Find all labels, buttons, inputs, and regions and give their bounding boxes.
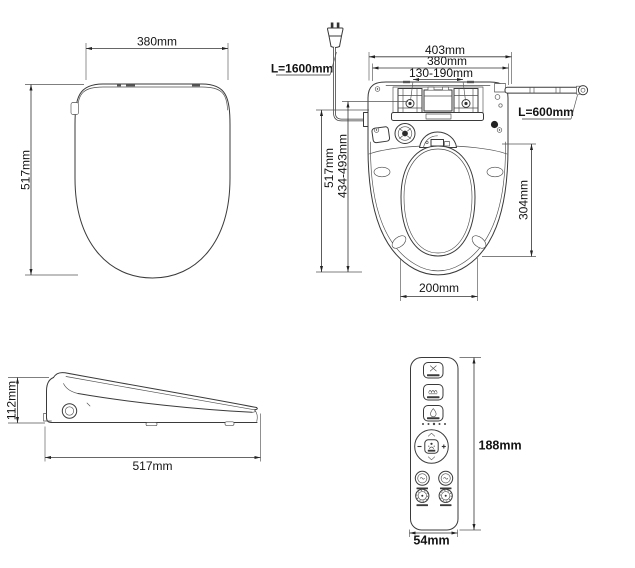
side-foot-left	[43, 413, 52, 422]
dim-remote-height: 188mm	[459, 357, 522, 531]
label-power-cord-length: L=1600mm	[271, 51, 337, 76]
sun-icon	[439, 490, 452, 502]
mounting-area	[385, 85, 491, 121]
seat-opening-inner	[403, 148, 473, 254]
round-button-top-right	[438, 470, 454, 490]
gear-icon	[416, 490, 429, 502]
lid-seam	[77, 86, 228, 111]
indicator-dots	[422, 422, 446, 426]
dim-label-remote-height: 188mm	[479, 439, 522, 453]
dim-body-width: 380mm	[372, 54, 509, 85]
chevron-down-icon	[427, 456, 436, 461]
round-button-bottom-left	[415, 488, 430, 507]
dim-mounting-range: 434-493mm	[336, 101, 408, 272]
rear-wash-icon	[428, 390, 438, 395]
dim-remote-width: 54mm	[409, 529, 458, 548]
dim-side-height: 112mm	[5, 377, 49, 424]
lid-hinge-ticks	[117, 84, 200, 87]
side-view: 112mm 517mm	[5, 372, 261, 473]
seat-temp-icon	[443, 477, 449, 480]
hose-length-text: L=600mm	[518, 105, 574, 119]
side-knob	[61, 403, 78, 419]
dim-overall-width: 403mm	[368, 43, 512, 84]
front-wash-button	[423, 405, 444, 422]
lid-top-view: 380mm 517mm	[19, 35, 231, 279]
seat-opening-outer	[400, 145, 476, 257]
round-button-top-left	[414, 470, 430, 490]
rear-wash-button	[423, 384, 444, 401]
water-hose	[494, 83, 589, 108]
dim-label-lid-width: 380mm	[137, 35, 177, 49]
side-hinge-curve	[63, 383, 79, 394]
valve-block	[371, 126, 391, 144]
dim-lid-width: 380mm	[85, 35, 229, 80]
sensor-dot	[490, 120, 499, 129]
lid-side-button	[70, 102, 79, 115]
dim-label-side-height: 112mm	[5, 381, 19, 420]
dim-label-remote-width: 54mm	[413, 534, 449, 548]
dim-side-length: 517mm	[44, 413, 261, 473]
dim-label-side-length: 517mm	[132, 459, 172, 473]
remote-control: 188mm 54mm	[409, 357, 522, 548]
stop-icon	[429, 365, 437, 372]
label-hose-length: L=600mm	[518, 94, 578, 120]
dim-opening-length: 304mm	[482, 143, 536, 257]
dim-bracket-spacing: 130-190mm	[409, 66, 473, 101]
power-cord	[333, 47, 366, 122]
side-lid-top-edge	[53, 372, 257, 408]
nozzle-spray-icon	[428, 442, 435, 449]
dim-overall-length: 517mm	[316, 109, 369, 273]
lid-outline	[74, 83, 231, 279]
stop-button	[423, 362, 444, 379]
base-bottom-view: 403mm 380mm 130-190mm 517mm 434-493mm	[271, 22, 589, 301]
seat-bumpers	[373, 166, 504, 249]
dim-label-lid-height: 517mm	[19, 150, 33, 190]
pump-unit	[394, 123, 416, 144]
chevron-up-icon	[427, 432, 436, 437]
cord-length-text: L=1600mm	[271, 61, 333, 75]
dim-label-overall-width: 403mm	[425, 43, 465, 57]
water-temp-icon	[419, 477, 425, 480]
side-lid-lower-edge	[65, 376, 255, 411]
hinge-bar	[391, 112, 484, 121]
dim-opening-width: 200mm	[400, 258, 478, 301]
dim-label-opening-width: 200mm	[419, 281, 459, 295]
seat-inner-rim	[370, 141, 506, 272]
plus-icon	[441, 444, 446, 449]
dim-label-mounting-range: 434-493mm	[336, 134, 350, 198]
hose-connector	[577, 85, 589, 96]
side-seat-seam	[77, 393, 253, 413]
side-left-face	[46, 377, 54, 423]
power-plug	[327, 22, 344, 48]
round-button-bottom-right	[438, 488, 453, 507]
dim-label-opening-length: 304mm	[517, 180, 531, 220]
nozzle-housing	[419, 131, 457, 148]
front-wash-icon	[430, 408, 437, 418]
dim-lid-height: 517mm	[19, 84, 84, 276]
bracket-center-plate	[423, 89, 453, 112]
dim-label-bracket-spacing: 130-190mm	[409, 66, 473, 80]
dim-label-body-width: 380mm	[427, 54, 467, 68]
dim-label-overall-length: 517mm	[322, 148, 336, 188]
dpad	[414, 429, 449, 464]
